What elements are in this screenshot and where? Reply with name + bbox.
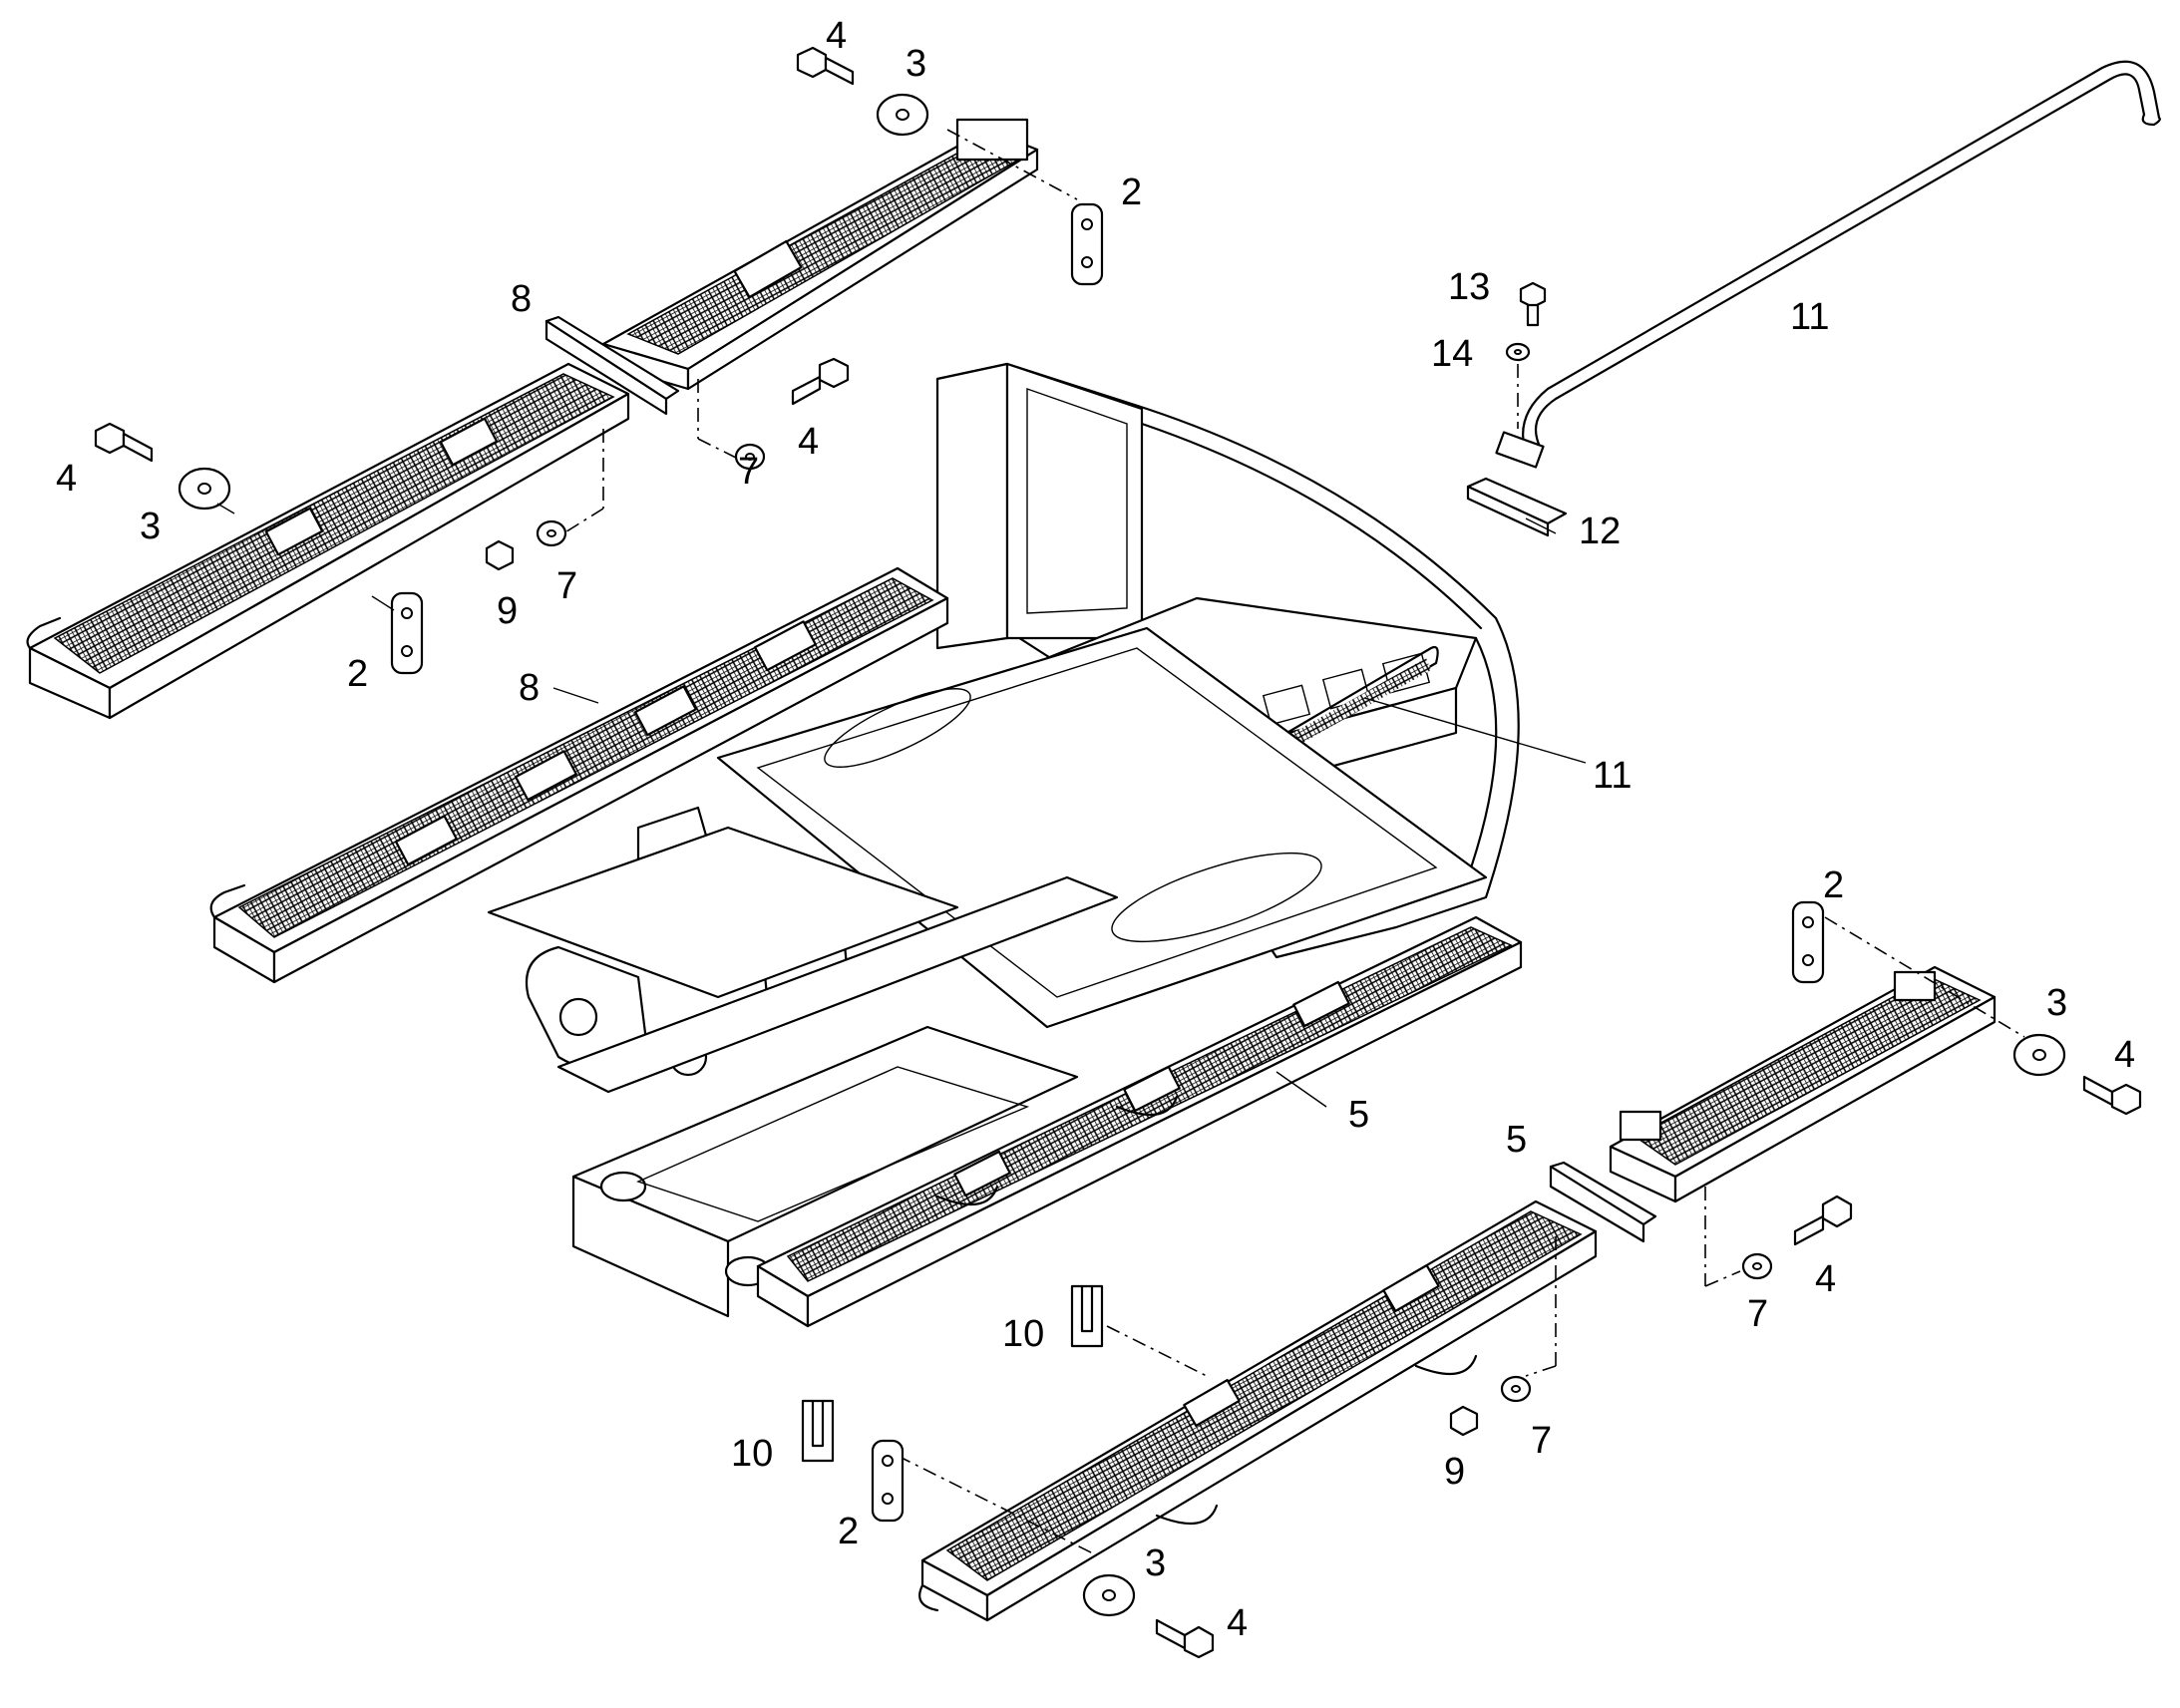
handrail-installed <box>1175 645 1439 810</box>
clip-icon <box>1070 1284 1104 1348</box>
callout-2: 2 <box>347 653 368 695</box>
callout-4: 4 <box>1815 1258 1836 1300</box>
callout-8: 8 <box>511 278 532 320</box>
bolt-icon <box>1793 1195 1853 1246</box>
callout-2: 2 <box>1823 864 1844 906</box>
clip-icon <box>801 1399 835 1463</box>
base-plate-icon <box>1466 477 1568 537</box>
nut-icon <box>485 539 515 571</box>
nut-icon <box>1449 1405 1479 1437</box>
callout-3: 3 <box>2046 982 2067 1024</box>
callout-9: 9 <box>1444 1451 1465 1493</box>
callout-4: 4 <box>798 421 819 463</box>
plate-icon <box>1791 900 1825 984</box>
callout-11: 11 <box>1593 755 1632 797</box>
plate-icon <box>390 591 424 675</box>
assembly-line <box>946 129 1078 200</box>
callout-2: 2 <box>838 1511 859 1552</box>
bolt-icon <box>1155 1618 1215 1659</box>
callout-7: 7 <box>738 451 759 493</box>
callout-11: 11 <box>1790 296 1829 338</box>
right-upper-step <box>1609 916 2025 1287</box>
callout-7: 7 <box>1531 1420 1552 1462</box>
callout-10: 10 <box>731 1433 773 1475</box>
leader-lines <box>216 503 1587 1108</box>
callout-13: 13 <box>1448 266 1490 308</box>
splice-plate-icon <box>545 315 680 416</box>
callout-5: 5 <box>1348 1094 1369 1136</box>
bolt-icon <box>791 357 850 406</box>
callout-2: 2 <box>1121 171 1142 213</box>
callout-10: 10 <box>1002 1313 1044 1355</box>
left-step-assembly <box>26 362 630 720</box>
callout-14: 14 <box>1431 333 1473 375</box>
callout-3: 3 <box>1145 1542 1166 1584</box>
callout-4: 4 <box>56 458 77 500</box>
callout-4: 4 <box>2114 1034 2135 1076</box>
callout-3: 3 <box>140 506 161 547</box>
mounted-step-8 <box>209 566 949 984</box>
bolt-icon <box>94 422 154 463</box>
handrail-11 <box>1495 60 2161 469</box>
callout-labels: 4 3 2 8 4 3 7 4 9 7 2 8 13 14 11 12 11 2… <box>56 15 2135 1644</box>
bolt-icon <box>796 46 855 86</box>
callout-9: 9 <box>497 590 518 632</box>
bolt-icon <box>1519 281 1547 327</box>
callout-4: 4 <box>826 15 847 57</box>
bottom-step <box>897 1199 1598 1622</box>
plate-icon <box>1070 202 1104 286</box>
callout-3: 3 <box>906 43 926 85</box>
callout-4: 4 <box>1227 1602 1248 1644</box>
callout-7: 7 <box>556 565 577 607</box>
callout-7: 7 <box>1747 1293 1768 1335</box>
mounted-step-5 <box>756 915 1523 1328</box>
plate-icon <box>871 1439 905 1523</box>
machine-frame <box>487 362 1520 1318</box>
callout-8: 8 <box>519 667 540 709</box>
splice-plate-icon <box>1549 1161 1657 1243</box>
callout-12: 12 <box>1579 511 1621 552</box>
callout-5: 5 <box>1506 1119 1527 1161</box>
top-step-assembly <box>601 118 1078 460</box>
bolt-icon <box>2082 1075 2142 1116</box>
